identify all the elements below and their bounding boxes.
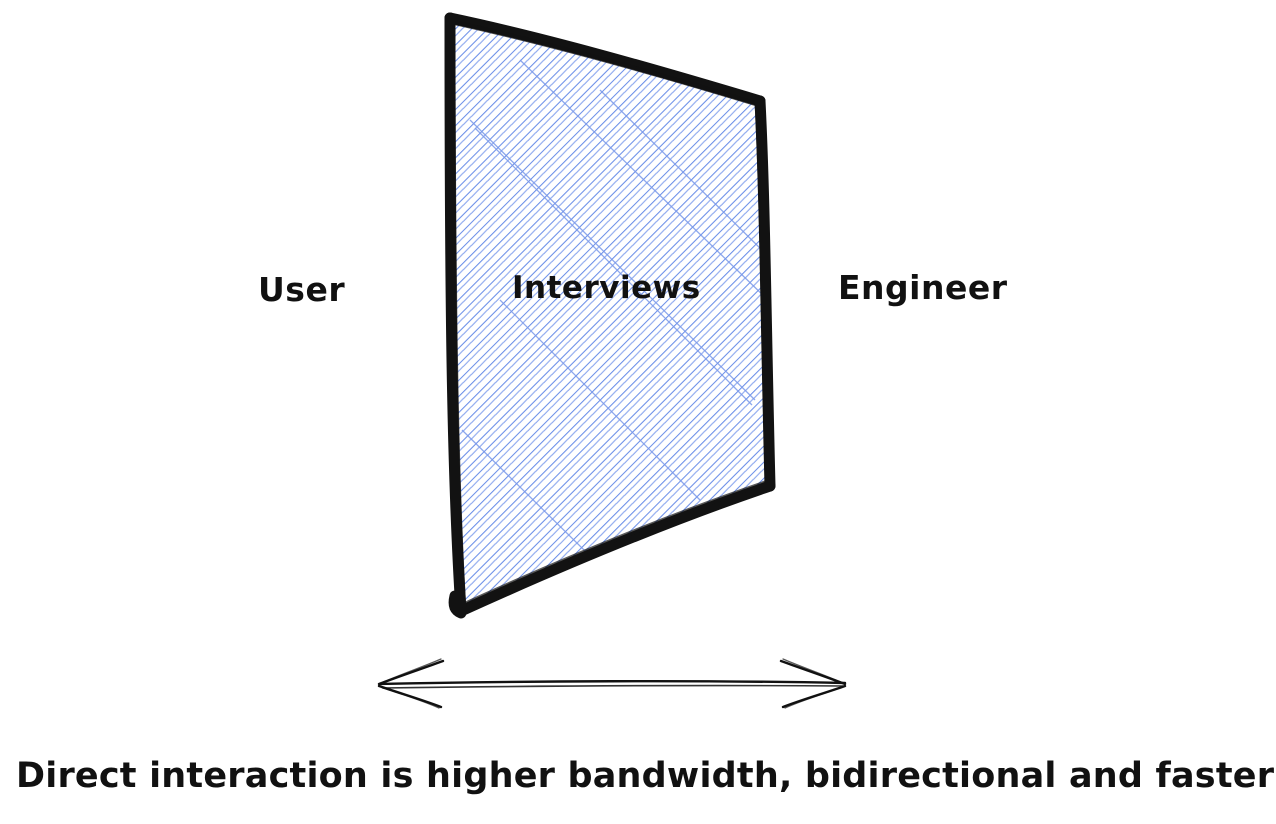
- label-engineer: Engineer: [838, 268, 1008, 307]
- interviews-box-outline: [444, 12, 776, 619]
- bidirectional-span-arrow: [377, 658, 847, 709]
- hatch-fill: [451, 18, 769, 609]
- label-user: User: [258, 270, 346, 309]
- diagram-caption: Direct interaction is higher bandwidth, …: [16, 756, 1275, 796]
- label-interviews: Interviews: [512, 270, 701, 306]
